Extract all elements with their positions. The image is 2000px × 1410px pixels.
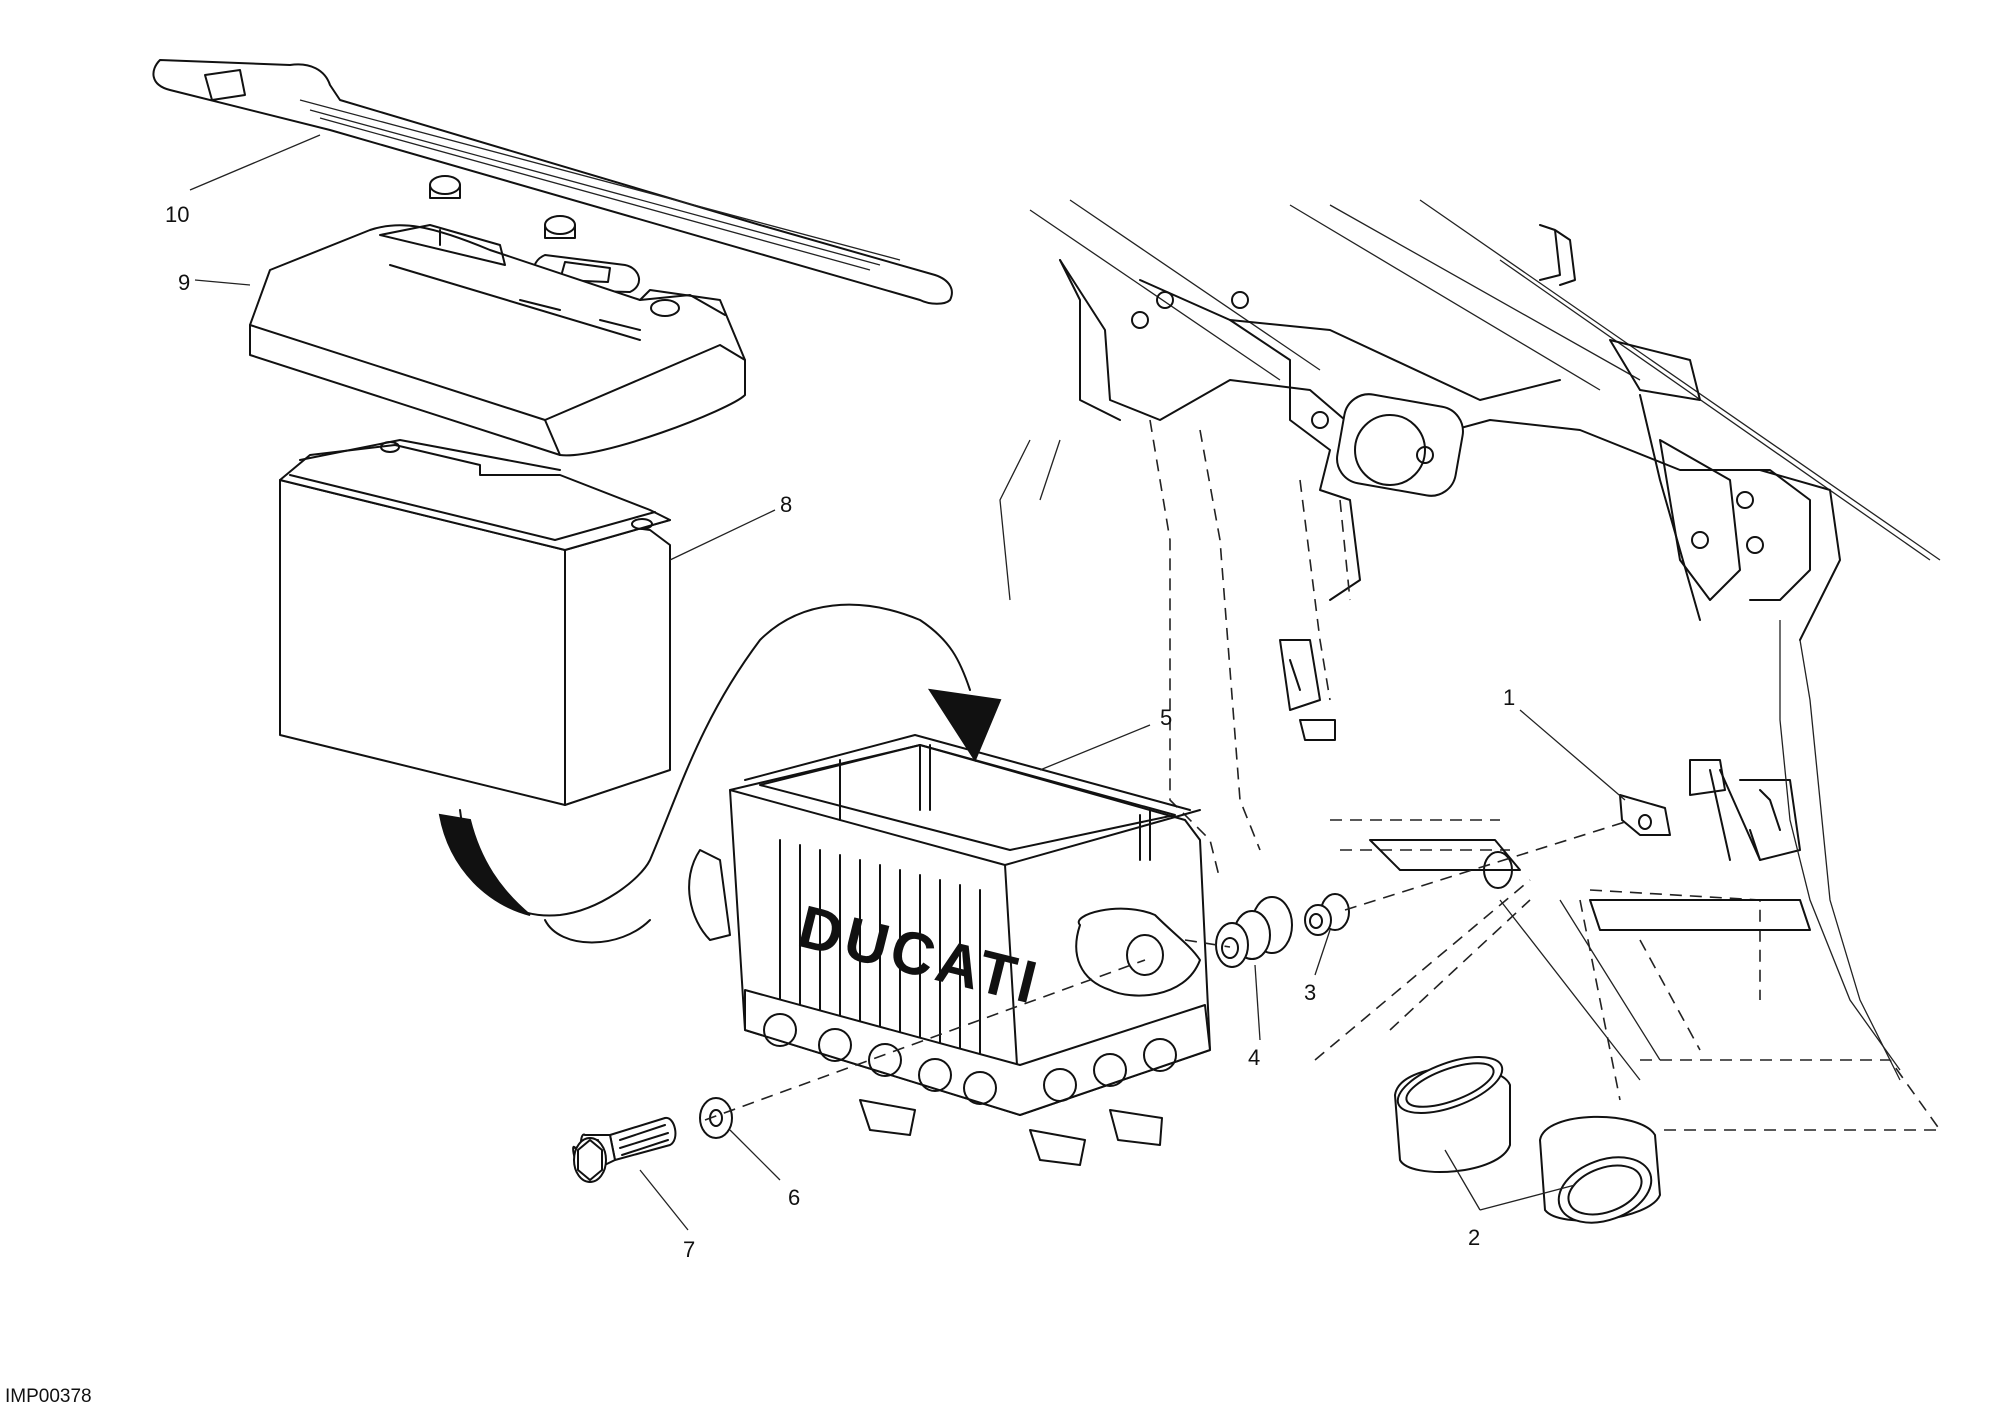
insertion-arrow [438, 603, 1002, 944]
part-9-battery-cover [249, 224, 746, 457]
part-1-clip-nut [1619, 794, 1671, 836]
part-5-battery-box: DUCATI [688, 734, 1211, 1166]
part-7-bolt [572, 1117, 677, 1183]
motorcycle-frame [999, 199, 1942, 1131]
leader-lines [189, 134, 1626, 1231]
part-10-strap [152, 59, 953, 305]
part-4-grommet [1215, 896, 1293, 968]
callout-2: 2 [1468, 1225, 1480, 1250]
part-8-battery [279, 439, 671, 806]
part-2-bushings [1394, 1056, 1661, 1224]
callout-8: 8 [780, 492, 792, 517]
callout-10: 10 [165, 202, 189, 227]
callout-9: 9 [178, 270, 190, 295]
part-3-spacer [1304, 893, 1350, 936]
vent-slots [779, 839, 981, 1056]
part-6-washer [699, 1097, 733, 1139]
callout-labels: 1 2 3 4 5 6 7 8 9 10 [165, 202, 1515, 1262]
callout-4: 4 [1248, 1045, 1260, 1070]
callout-1: 1 [1503, 685, 1515, 710]
callout-3: 3 [1304, 980, 1316, 1005]
assembly-axis-lines [704, 821, 1626, 1121]
callout-7: 7 [683, 1237, 695, 1262]
callout-6: 6 [788, 1185, 800, 1210]
bottom-holes [763, 1013, 1177, 1105]
drawing-code: IMP00378 [5, 1386, 92, 1407]
callout-5: 5 [1160, 705, 1172, 730]
